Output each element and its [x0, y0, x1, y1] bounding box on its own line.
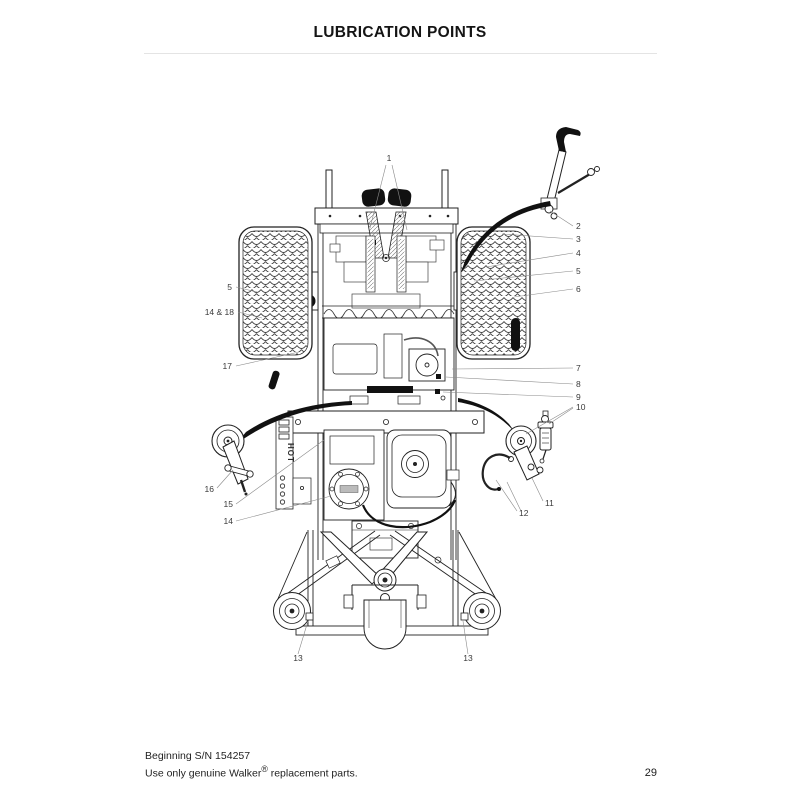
- callout-leader-9: [442, 391, 574, 398]
- grease-hose: [481, 453, 514, 491]
- callout-leader-6: [513, 288, 574, 298]
- callout-number-6: 6: [576, 284, 581, 294]
- left-detail-wheel: [211, 424, 254, 496]
- callout-number-14: 14: [224, 516, 234, 526]
- handle-posts: [325, 169, 449, 213]
- callout-leader-5: [235, 286, 258, 293]
- callout-number-7: 7: [576, 363, 581, 373]
- drive-belt: [361, 499, 457, 529]
- callout-number-5: 5: [227, 282, 232, 292]
- callout-leader-16: [216, 469, 234, 489]
- steering-grips: [361, 188, 412, 207]
- brake-grip: [268, 370, 280, 390]
- callout-number-8: 8: [576, 379, 581, 389]
- registered-mark: ®: [261, 763, 268, 774]
- callout-number-10: 10: [576, 402, 586, 412]
- callout-leader-3: [501, 233, 574, 240]
- callout-leader-15: [235, 439, 325, 505]
- page-title: LUBRICATION POINTS: [313, 24, 487, 41]
- tail-wheel: [363, 599, 407, 650]
- tail-frame: [276, 530, 498, 650]
- callout-leader-13: [297, 620, 309, 655]
- callout-number-5: 5: [576, 266, 581, 276]
- right-drive-tire: [456, 226, 531, 360]
- body-crossbar: [287, 410, 485, 434]
- footer-serial-note: Beginning S/N 154257: [145, 750, 251, 762]
- callout-number-4: 4: [576, 248, 581, 258]
- callout-leader-10: [548, 407, 574, 425]
- right-detail-wheel: [481, 410, 554, 491]
- lever-grip: [556, 127, 581, 152]
- callout-leader-4: [485, 252, 574, 268]
- left-drive-tire: [238, 226, 313, 360]
- callout-number-16: 16: [205, 484, 215, 494]
- callout-number-3: 3: [576, 234, 581, 244]
- page-number: 29: [644, 767, 657, 779]
- callout-number-11: 11: [545, 498, 554, 508]
- mid-deck: [323, 317, 455, 405]
- callout-leader-1: [369, 164, 387, 229]
- callout-number-12: 12: [519, 508, 529, 518]
- callout-number-14 & 18: 14 & 18: [205, 307, 235, 317]
- callout-number-13: 13: [293, 653, 303, 663]
- arrow-to-right-detail: [458, 398, 517, 435]
- callout-number-9: 9: [576, 392, 581, 402]
- callout-leader-14 & 18: [237, 311, 263, 319]
- grease-gun: [537, 410, 554, 464]
- sweep-arrows: [236, 201, 551, 444]
- fuel-cap: [401, 450, 429, 478]
- page-footer: Beginning S/N 154257 Use only genuine Wa…: [145, 750, 657, 780]
- engine-blower: [323, 429, 385, 521]
- callout-leader-5: [473, 270, 574, 282]
- transmission: [329, 235, 445, 309]
- brand-name: Walker: [229, 767, 262, 779]
- callout-leader-12: [495, 479, 518, 512]
- callout-leader-10: [525, 406, 574, 435]
- callout-number-2: 2: [576, 221, 581, 231]
- footer-parts-note: Use only genuine Walker® replacement par…: [145, 763, 358, 780]
- callout-number-13: 13: [463, 653, 473, 663]
- pto-clutch: [328, 468, 370, 510]
- callout-leader-13: [462, 620, 469, 655]
- callout-leader-14: [235, 495, 332, 522]
- title-divider-rule: [144, 53, 657, 54]
- callout-number-15: 15: [224, 499, 234, 509]
- fuel-tank: [386, 429, 460, 509]
- callout-leader-1: [391, 164, 408, 231]
- mower-body: HOT: [268, 169, 501, 650]
- idler-pulleys: [273, 592, 501, 630]
- arrow-to-left-detail: [236, 401, 352, 444]
- callout-number-1: 1: [387, 153, 392, 163]
- hot-decal: HOT: [286, 443, 295, 463]
- callout-leader-17: [235, 351, 300, 367]
- callout-leader-7: [451, 367, 574, 370]
- callout-number-17: 17: [223, 361, 233, 371]
- muffler-guard: HOT: [275, 416, 312, 510]
- callout-leader-8: [445, 376, 574, 385]
- callout-leader-11: [531, 477, 544, 502]
- callout-leader-12: [506, 481, 522, 512]
- callout-leader-2: [549, 210, 574, 227]
